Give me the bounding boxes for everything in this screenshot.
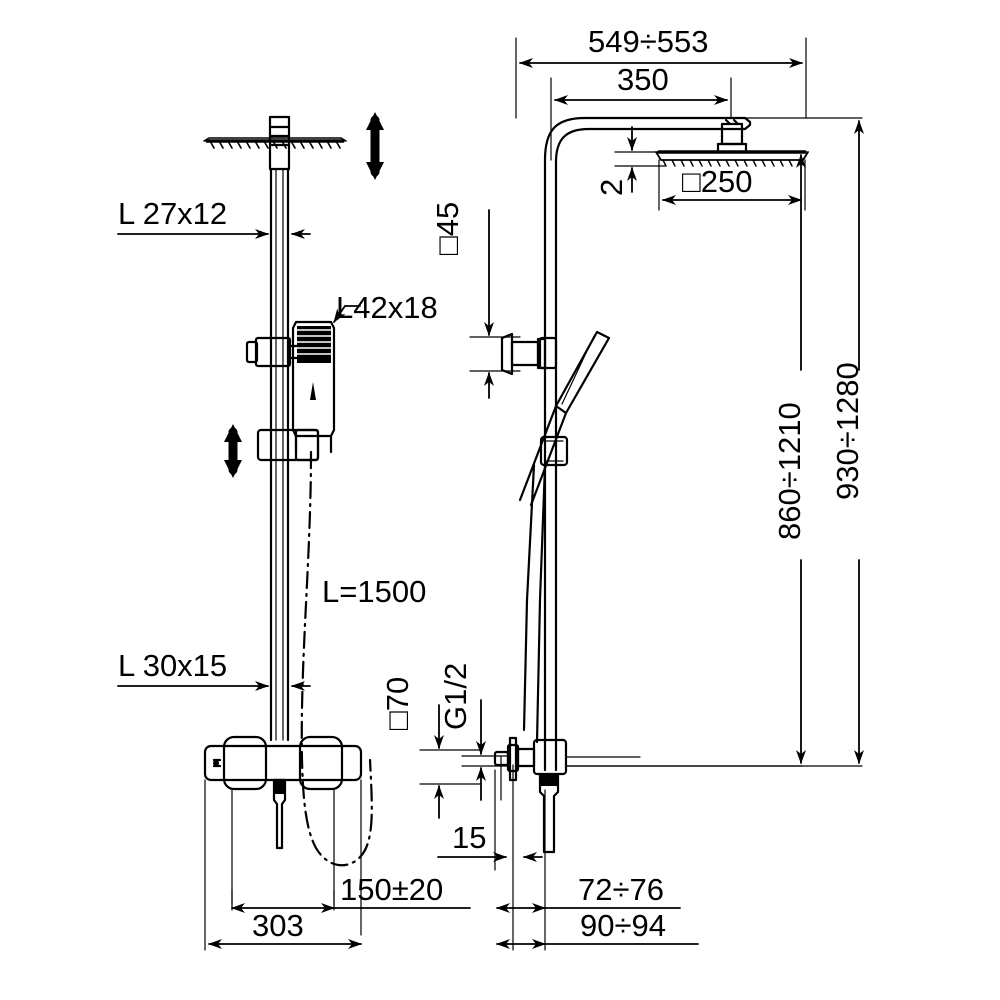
- label-15: 15: [452, 820, 486, 855]
- dim-70: [419, 704, 481, 819]
- dim-549-553: [515, 37, 807, 119]
- label-250: □250: [682, 164, 752, 199]
- side-head-mount: [716, 118, 748, 154]
- side-extension-lines: [494, 756, 546, 951]
- front-head-connector: [268, 115, 291, 171]
- dim-250: [658, 159, 806, 211]
- dim-860-1210: [565, 151, 806, 767]
- leader-42x18: [333, 305, 361, 323]
- front-shower-hose: [300, 450, 373, 867]
- label-303: 303: [252, 908, 304, 943]
- label-90-94: 90÷94: [580, 908, 666, 943]
- dim-930-1280: [565, 117, 864, 767]
- dim-45: [469, 209, 521, 399]
- label-2: 2: [594, 179, 629, 196]
- side-mixer-valve: [493, 736, 641, 854]
- label-70: □70: [380, 677, 415, 730]
- dim-150-20: [231, 889, 471, 913]
- side-view-geometry: [493, 116, 809, 951]
- label-27x12: L 27x12: [118, 196, 227, 231]
- side-hand-shower: [518, 330, 611, 507]
- front-riser-rail: [269, 167, 290, 742]
- front-rain-head: [203, 137, 347, 149]
- dim-g12: [461, 699, 509, 801]
- side-shower-arm: [543, 116, 752, 772]
- front-hand-shower: [291, 320, 336, 454]
- front-view-geometry: [203, 115, 373, 951]
- label-72-76: 72÷76: [578, 872, 664, 907]
- label-42x18: L42x18: [336, 290, 438, 325]
- label-930-1280: 930÷1280: [830, 362, 865, 500]
- label-g12: G1/2: [438, 663, 473, 730]
- front-handshower-holder: [245, 336, 301, 368]
- label-150-20: 150±20: [340, 872, 443, 907]
- dim-350: [550, 77, 732, 161]
- label-350: 350: [617, 62, 669, 97]
- side-shower-hose: [522, 463, 547, 744]
- label-860-1210: 860÷1210: [772, 402, 807, 540]
- front-mixer-extension-lines: [204, 779, 362, 951]
- front-mixer-outlet: [272, 778, 287, 850]
- side-rail-slider: [539, 435, 569, 467]
- dim-2: [614, 126, 666, 193]
- head-travel-arrow: [366, 112, 384, 180]
- label-30x15: L 30x15: [118, 648, 227, 683]
- label-549-553: 549÷553: [588, 24, 708, 59]
- label-45: □45: [430, 202, 465, 255]
- label-hose-length: L=1500: [322, 574, 426, 609]
- side-wall-bracket: [500, 332, 558, 376]
- front-mixer-body: [203, 735, 363, 791]
- slider-travel-arrow: [224, 424, 242, 478]
- front-rail-slider: [256, 428, 320, 462]
